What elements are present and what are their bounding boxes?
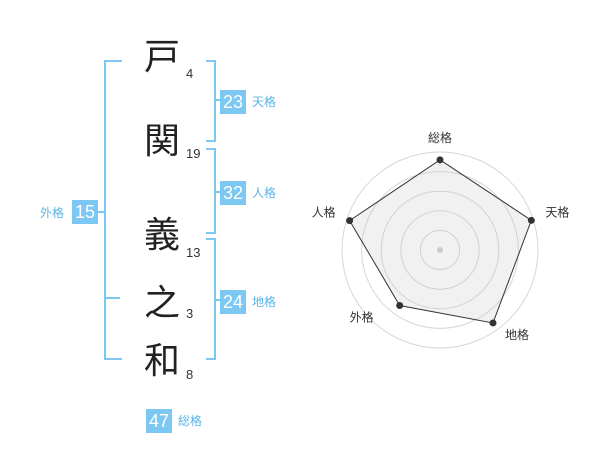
- stroke-count-1: 4: [186, 66, 194, 81]
- name-character-2: 関: [143, 121, 180, 162]
- tenkaku-connector: [214, 99, 220, 101]
- gaikaku-label: 外格: [40, 206, 65, 220]
- gaikaku-bracket-divider: [104, 297, 120, 299]
- radar-grid-ring: [419, 229, 461, 271]
- gaikaku-badge: 15: [72, 200, 98, 224]
- chikaku-connector: [214, 299, 220, 301]
- radar-grid-ring: [380, 190, 500, 310]
- radar-axis-label-4: 外格: [350, 309, 374, 324]
- radar-point-4: [396, 301, 404, 309]
- stroke-count-4: 3: [186, 306, 194, 321]
- radar-point-1: [436, 156, 444, 164]
- stroke-count-2: 19: [186, 146, 201, 161]
- radar-grid-ring: [341, 151, 539, 349]
- radar-axis-label-3: 地格: [505, 327, 529, 342]
- radar-data-polygon: [348, 159, 532, 324]
- radar-axis-label-2: 天格: [545, 204, 569, 219]
- tenkaku-label: 天格: [252, 95, 277, 109]
- radar-grid-ring: [361, 171, 519, 329]
- radar-point-5: [346, 217, 354, 225]
- tenkaku-bracket: [206, 60, 216, 142]
- radar-grid-ring: [400, 210, 480, 290]
- radar-center-dot: [437, 247, 443, 253]
- soukaku-badge: 47: [146, 409, 172, 433]
- tenkaku-badge: 23: [220, 90, 246, 114]
- radar-point-3: [489, 319, 497, 327]
- radar-axis-label-5: 人格: [312, 205, 336, 220]
- jinkaku-label: 人格: [252, 186, 277, 200]
- soukaku-label: 総格: [178, 414, 203, 428]
- chikaku-label: 地格: [252, 295, 277, 309]
- stroke-count-3: 13: [186, 245, 201, 260]
- name-character-3: 義: [143, 215, 180, 256]
- jinkaku-connector: [214, 191, 220, 193]
- name-character-5: 和: [143, 341, 180, 382]
- gaikaku-connector: [98, 211, 104, 213]
- gaikaku-bracket: [104, 60, 122, 360]
- jinkaku-badge: 32: [220, 181, 246, 205]
- radar-axis-label-1: 総格: [428, 130, 452, 145]
- name-character-1: 戸: [143, 37, 180, 78]
- radar-point-2: [527, 216, 535, 224]
- stroke-count-5: 8: [186, 367, 194, 382]
- name-character-4: 之: [143, 283, 180, 324]
- chikaku-badge: 24: [220, 290, 246, 314]
